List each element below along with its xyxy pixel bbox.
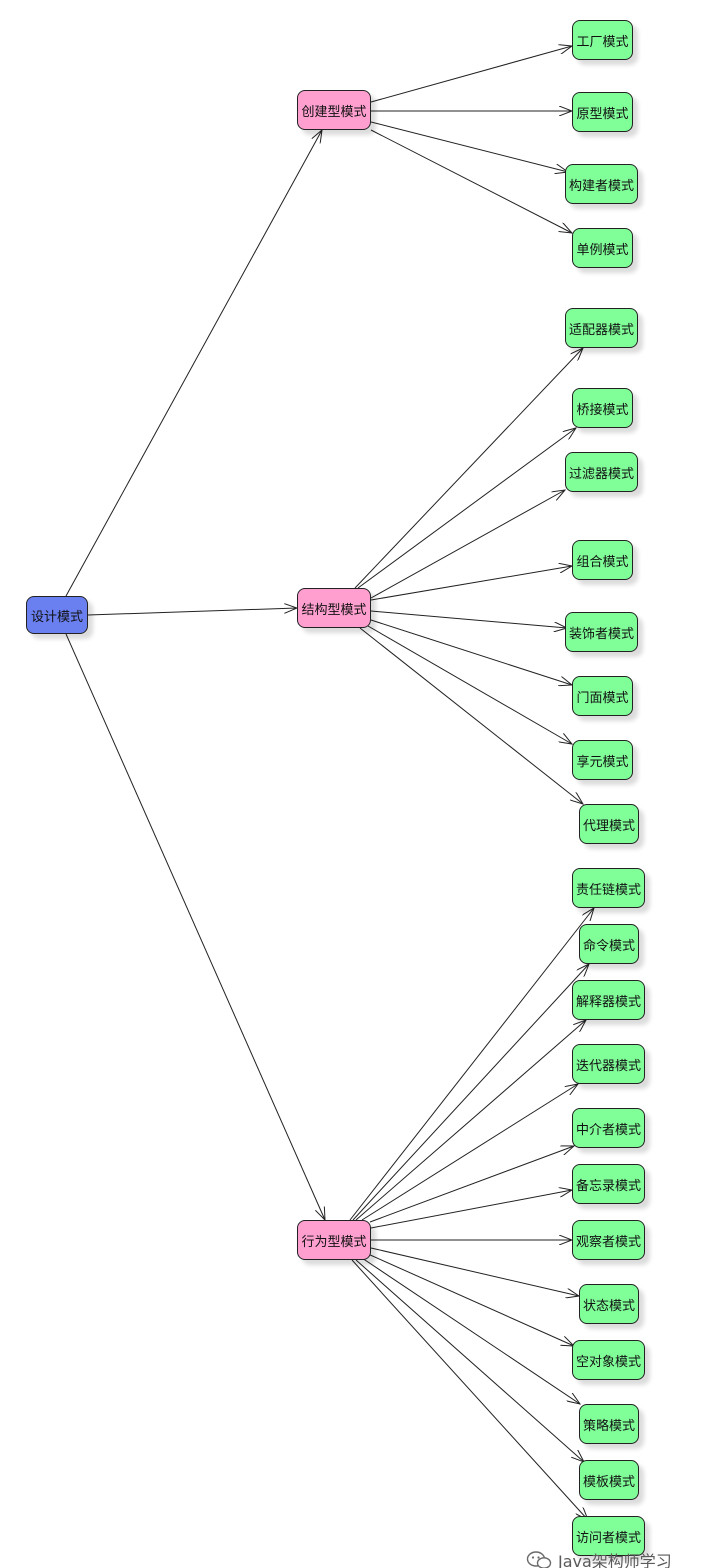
leaf-node-adapter: 适配器模式	[565, 308, 638, 348]
edge-category-creational-to-leaf-factory	[370, 46, 572, 103]
leaf-node-strategy: 策略模式	[579, 1404, 639, 1444]
leaf-node-facade: 门面模式	[572, 676, 633, 716]
edge-category-behavioral-to-leaf-chain-of-responsibility	[349, 908, 594, 1221]
category-node-behavioral: 行为型模式	[297, 1220, 371, 1260]
leaf-node-filter: 过滤器模式	[565, 452, 638, 492]
edge-category-behavioral-to-leaf-strategy	[361, 1257, 580, 1404]
leaf-node-chain-of-responsibility: 责任链模式	[572, 868, 645, 908]
edge-category-behavioral-to-leaf-state	[370, 1247, 579, 1296]
edge-category-structural-to-leaf-filter	[370, 490, 565, 599]
leaf-node-composite: 组合模式	[572, 540, 633, 580]
edge-root-design-patterns-to-category-structural	[87, 608, 297, 616]
edge-category-creational-to-leaf-singleton	[370, 129, 572, 233]
edge-category-behavioral-to-leaf-mediator	[369, 1146, 574, 1223]
edge-category-structural-to-leaf-bridge	[357, 428, 576, 589]
leaf-node-template: 模板模式	[579, 1460, 639, 1500]
edge-category-behavioral-to-leaf-iterator	[361, 1084, 578, 1221]
leaf-node-interpreter: 解释器模式	[572, 980, 645, 1020]
leaf-node-memento: 备忘录模式	[572, 1164, 645, 1204]
edge-category-behavioral-to-leaf-interpreter	[355, 1020, 586, 1221]
category-node-structural: 结构型模式	[297, 588, 371, 628]
leaf-node-proxy: 代理模式	[579, 804, 639, 844]
edge-category-behavioral-to-leaf-visitor	[351, 1259, 588, 1520]
leaf-node-bridge: 桥接模式	[572, 388, 633, 428]
edge-category-behavioral-to-leaf-command	[352, 964, 589, 1221]
edge-category-creational-to-leaf-builder	[370, 121, 568, 172]
edge-category-behavioral-to-leaf-memento	[370, 1190, 572, 1229]
edge-category-behavioral-to-leaf-template	[355, 1259, 584, 1462]
leaf-node-factory: 工厂模式	[572, 20, 633, 60]
watermark-text: Java架构师学习	[558, 1552, 672, 1568]
category-node-creational: 创建型模式	[297, 90, 371, 130]
edge-category-structural-to-leaf-proxy	[359, 627, 583, 804]
edge-category-structural-to-leaf-flyweight	[367, 625, 572, 744]
leaf-node-command: 命令模式	[579, 924, 639, 964]
root-node-design-patterns: 设计模式	[26, 596, 88, 634]
edge-category-structural-to-leaf-decorator	[370, 610, 567, 628]
edge-category-structural-to-leaf-composite	[370, 566, 572, 601]
leaf-node-singleton: 单例模式	[572, 228, 633, 268]
leaf-node-prototype: 原型模式	[572, 92, 633, 132]
edge-category-structural-to-leaf-facade	[370, 619, 572, 685]
edge-root-design-patterns-to-category-behavioral	[65, 633, 325, 1220]
leaf-node-observer: 观察者模式	[572, 1220, 645, 1260]
watermark: Java架构师学习	[526, 1550, 672, 1568]
edge-root-design-patterns-to-category-creational	[65, 130, 322, 597]
leaf-node-iterator: 迭代器模式	[572, 1044, 645, 1084]
wechat-logo-icon	[526, 1551, 552, 1568]
edge-category-structural-to-leaf-adapter	[354, 348, 583, 589]
leaf-node-state: 状态模式	[579, 1284, 639, 1324]
leaf-node-decorator: 装饰者模式	[565, 612, 638, 652]
leaf-node-mediator: 中介者模式	[572, 1108, 645, 1148]
leaf-node-builder: 构建者模式	[565, 164, 638, 204]
leaf-node-visitor: 访问者模式	[572, 1516, 645, 1556]
leaf-node-null-object: 空对象模式	[572, 1340, 645, 1380]
leaf-node-flyweight: 享元模式	[572, 740, 633, 780]
edge-category-behavioral-to-leaf-null-object	[367, 1253, 574, 1346]
